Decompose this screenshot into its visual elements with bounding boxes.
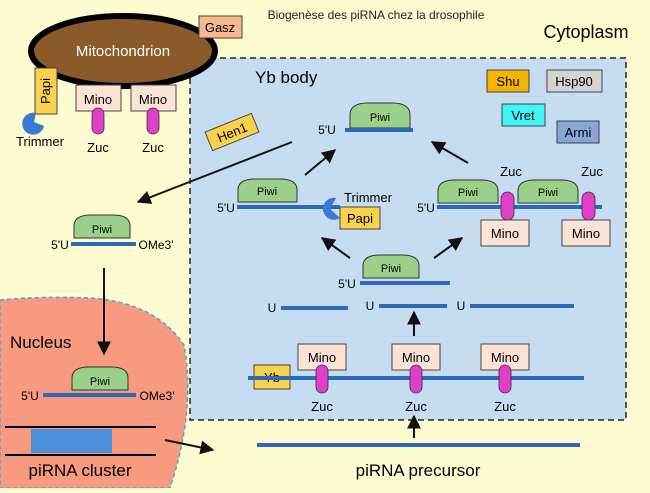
trimmer-label-mito: Trimmer	[16, 134, 65, 149]
zuc-pill-mito-1	[91, 107, 105, 135]
piwi-exported	[73, 214, 131, 239]
five-prime-u-right: 5'U	[417, 201, 435, 215]
hen1-box	[204, 112, 260, 152]
mino-box-right-1	[480, 219, 530, 247]
five-prime-u-top: 5'U	[318, 123, 336, 137]
zuc-label-mito-2: Zuc	[142, 140, 164, 155]
mino-box-mito-2	[130, 84, 177, 112]
ome3-label-exported: OMe3'	[139, 238, 174, 252]
mino-label-mito-2: Mino	[139, 92, 167, 107]
piwi-label-mid-left: Piwi	[257, 186, 277, 198]
yb-body-label: Yb body	[255, 68, 318, 87]
pirna-cluster-box	[31, 429, 112, 453]
armi-box	[556, 120, 600, 144]
five-prime-u-center: 5'U	[338, 277, 356, 291]
zuc-pill-bottom-3	[498, 364, 512, 394]
nucleus-label: Nucleus	[10, 333, 71, 352]
zuc-label-bottom-1: Zuc	[311, 399, 333, 414]
mino-label-bottom-2: Mino	[402, 350, 430, 365]
u-label-frag-2: U	[366, 299, 375, 313]
five-prime-u-exported: 5'U	[51, 238, 69, 252]
mino-label-bottom-1: Mino	[308, 350, 336, 365]
five-prime-u-mid-left: 5'U	[217, 201, 235, 215]
mitochondrion-label: Mitochondrion	[76, 43, 170, 60]
zuc-label-bottom-2: Zuc	[405, 399, 427, 414]
piwi-label-right-2: Piwi	[538, 187, 558, 199]
trimmer-pacman-yb	[322, 197, 340, 220]
arrow-export-to-cytoplasm	[136, 141, 293, 204]
mino-box-right-2	[561, 219, 611, 247]
mino-label-bottom-3: Mino	[491, 350, 519, 365]
gasz-label: Gasz	[205, 20, 235, 35]
shu-label: Shu	[496, 74, 519, 89]
zuc-pill-right-1	[500, 191, 515, 221]
cytoplasm-label: Cytoplasm	[543, 22, 628, 42]
mino-label-right-2: Mino	[572, 226, 600, 241]
zuc-label-right-1: Zuc	[500, 164, 522, 179]
papi-box-mito	[34, 67, 58, 115]
zuc-label-right-2: Zuc	[581, 164, 603, 179]
papi-label-mito: Papi	[38, 78, 53, 104]
piwi-label-exported: Piwi	[92, 224, 112, 236]
papi-box-yb	[339, 206, 381, 230]
zuc-pill-bottom-2	[409, 364, 423, 394]
diagram-title: Biogenèse des piRNA chez la drosophile	[268, 8, 485, 22]
armi-label: Armi	[565, 125, 592, 140]
piwi-label-center: Piwi	[381, 263, 401, 275]
five-prime-u-nucleus: 5'U	[21, 389, 39, 403]
arrow-cluster-to-precursor	[164, 439, 215, 455]
ome3-label-nucleus: OMe3'	[140, 389, 175, 403]
papi-label-yb: Papi	[347, 211, 373, 226]
zuc-label-mito-1: Zuc	[87, 140, 109, 155]
hsp90-label: Hsp90	[555, 74, 593, 89]
arrow-right-to-top	[430, 141, 469, 164]
piwi-nucleus	[71, 366, 129, 391]
mino-box-mito-1	[75, 84, 122, 112]
mitochondrion	[28, 13, 218, 89]
vret-label: Vret	[511, 108, 535, 123]
piwi-label-top: Piwi	[370, 112, 390, 124]
mino-label-right-1: Mino	[491, 226, 519, 241]
arrow-center-to-left	[320, 237, 351, 259]
arrow-left-to-top	[304, 149, 337, 176]
piwi-label-right-1: Piwi	[458, 187, 478, 199]
trimmer-pacman-mito	[22, 112, 44, 135]
zuc-label-bottom-3: Zuc	[494, 399, 516, 414]
pirna-precursor-label: piRNA precursor	[356, 461, 481, 480]
mino-label-mito-1: Mino	[84, 92, 112, 107]
zuc-pill-right-2	[581, 191, 596, 221]
zuc-pill-mito-2	[146, 107, 160, 135]
arrow-center-to-right	[433, 237, 464, 259]
trimmer-label-yb: Trimmer	[344, 190, 393, 205]
vret-box	[501, 103, 546, 127]
hsp90-box	[546, 69, 603, 93]
piwi-top	[349, 102, 411, 129]
shu-box	[486, 69, 530, 93]
piwi-mid-left	[237, 178, 298, 203]
pirna-cluster-label: piRNA cluster	[29, 461, 132, 480]
piwi-label-nucleus: Piwi	[90, 376, 110, 388]
u-label-frag-3: U	[457, 299, 466, 313]
u-label-frag-1: U	[268, 301, 277, 315]
zuc-pill-bottom-1	[315, 364, 329, 394]
piwi-right-2	[517, 179, 579, 204]
piwi-right-1	[437, 179, 499, 204]
piwi-center	[362, 254, 420, 279]
gasz-box	[198, 15, 243, 39]
